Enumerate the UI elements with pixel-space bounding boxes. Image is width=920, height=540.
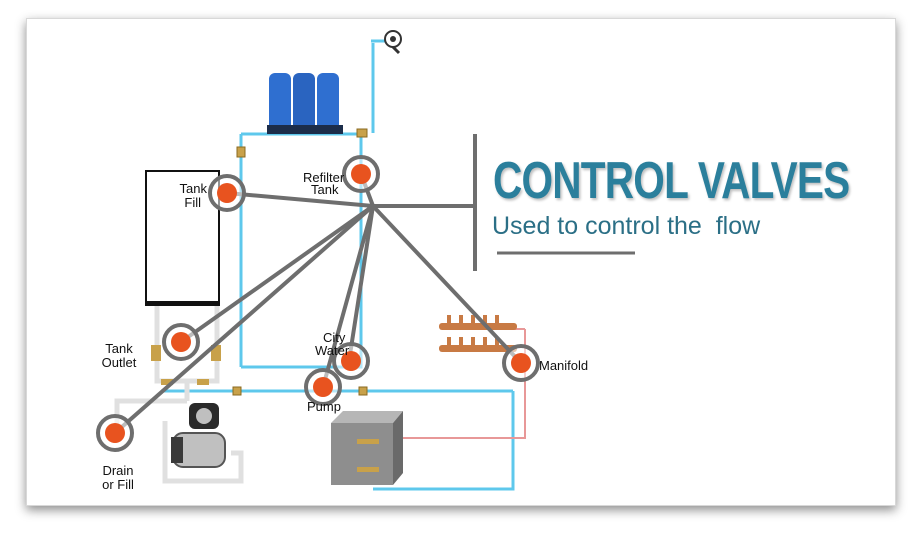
heater-valve-1	[357, 439, 379, 444]
label-pump: Pump	[307, 399, 341, 414]
label-tank-fill-line2: Fill	[184, 195, 201, 210]
connector-drain	[113, 204, 375, 435]
label-city-water-line1: City	[323, 330, 346, 345]
outlet-valve-left	[151, 345, 161, 361]
valve-city-water[interactable]	[332, 342, 370, 380]
booster-pump-icon	[171, 403, 226, 468]
valve-manifold[interactable]	[502, 344, 540, 382]
label-drain-line2: or Fill	[102, 477, 134, 492]
storage-tank	[145, 170, 220, 306]
label-city-water-line2: Water	[315, 343, 350, 358]
manifold-port-6	[447, 337, 451, 346]
heater-side	[393, 411, 403, 485]
page-subtitle: Used to control the flow	[492, 212, 761, 240]
manifold-port-1	[447, 315, 451, 324]
valve-pump[interactable]	[304, 368, 342, 406]
manifold-port-7	[459, 337, 463, 346]
outlet-valves	[151, 345, 221, 385]
faucet-icon	[384, 30, 402, 55]
fitting-4	[358, 386, 368, 396]
label-tank-outlet-line2: Outlet	[102, 355, 137, 370]
manifold-port-8	[471, 337, 475, 346]
outlet-tee-left	[161, 379, 173, 385]
fitting-3	[232, 386, 242, 396]
label-tank-fill-line1: Tank	[180, 181, 208, 196]
pump-loop	[162, 421, 244, 484]
label-refilter-line2: Tank	[311, 182, 339, 197]
manifold-icon	[439, 315, 517, 352]
outlet-tee-right	[197, 379, 209, 385]
filter-3	[317, 73, 339, 131]
connector-pump	[321, 204, 375, 389]
pump-motor	[171, 437, 183, 463]
connector-tank-outlet	[179, 204, 375, 344]
fitting-2	[356, 128, 368, 138]
manifold-port-9	[483, 337, 487, 346]
connector-tank-fill	[225, 191, 375, 208]
valve-tank-outlet[interactable]	[162, 323, 200, 361]
fitting-1	[236, 146, 246, 158]
label-drain-line1: Drain	[102, 463, 133, 478]
heater-valve-2	[357, 467, 379, 472]
manifold-bar-2	[439, 345, 517, 352]
connector-manifold	[371, 204, 523, 365]
valve-tank-fill[interactable]	[208, 174, 246, 212]
connector-city-water	[347, 204, 375, 363]
heater-front	[331, 423, 393, 485]
valve-drain-or-fill[interactable]	[96, 414, 134, 452]
manifold-bar-1	[439, 323, 517, 330]
filter-2	[293, 73, 315, 131]
manifold-port-3	[471, 315, 475, 324]
manifold-port-5	[495, 315, 499, 324]
manifold-port-2	[459, 315, 463, 324]
label-manifold: Manifold	[539, 358, 588, 373]
page-title: CONTROL VALVES	[493, 152, 850, 210]
valve-refilter-tank[interactable]	[342, 155, 380, 193]
plumbing-diagram: Tank Fill Refilter Tank Tank Outlet City…	[96, 30, 635, 492]
pipe-heater-cold	[373, 391, 515, 491]
filter-base	[267, 125, 343, 134]
callout-connectors	[113, 172, 523, 435]
tank-base	[146, 301, 219, 306]
manifold-port-10	[495, 337, 499, 346]
label-tank-outlet-line1: Tank	[105, 341, 133, 356]
pump-gauge	[196, 408, 212, 424]
manifold-port-4	[483, 315, 487, 324]
heater-top	[331, 411, 403, 423]
slide-frame: Tank Fill Refilter Tank Tank Outlet City…	[26, 18, 896, 506]
label-refilter-line1: Refilter	[303, 170, 345, 185]
water-heater-icon	[331, 411, 403, 485]
filter-1	[269, 73, 291, 131]
outlet-valve-right	[211, 345, 221, 361]
fittings	[232, 128, 368, 396]
water-filters	[267, 73, 343, 134]
